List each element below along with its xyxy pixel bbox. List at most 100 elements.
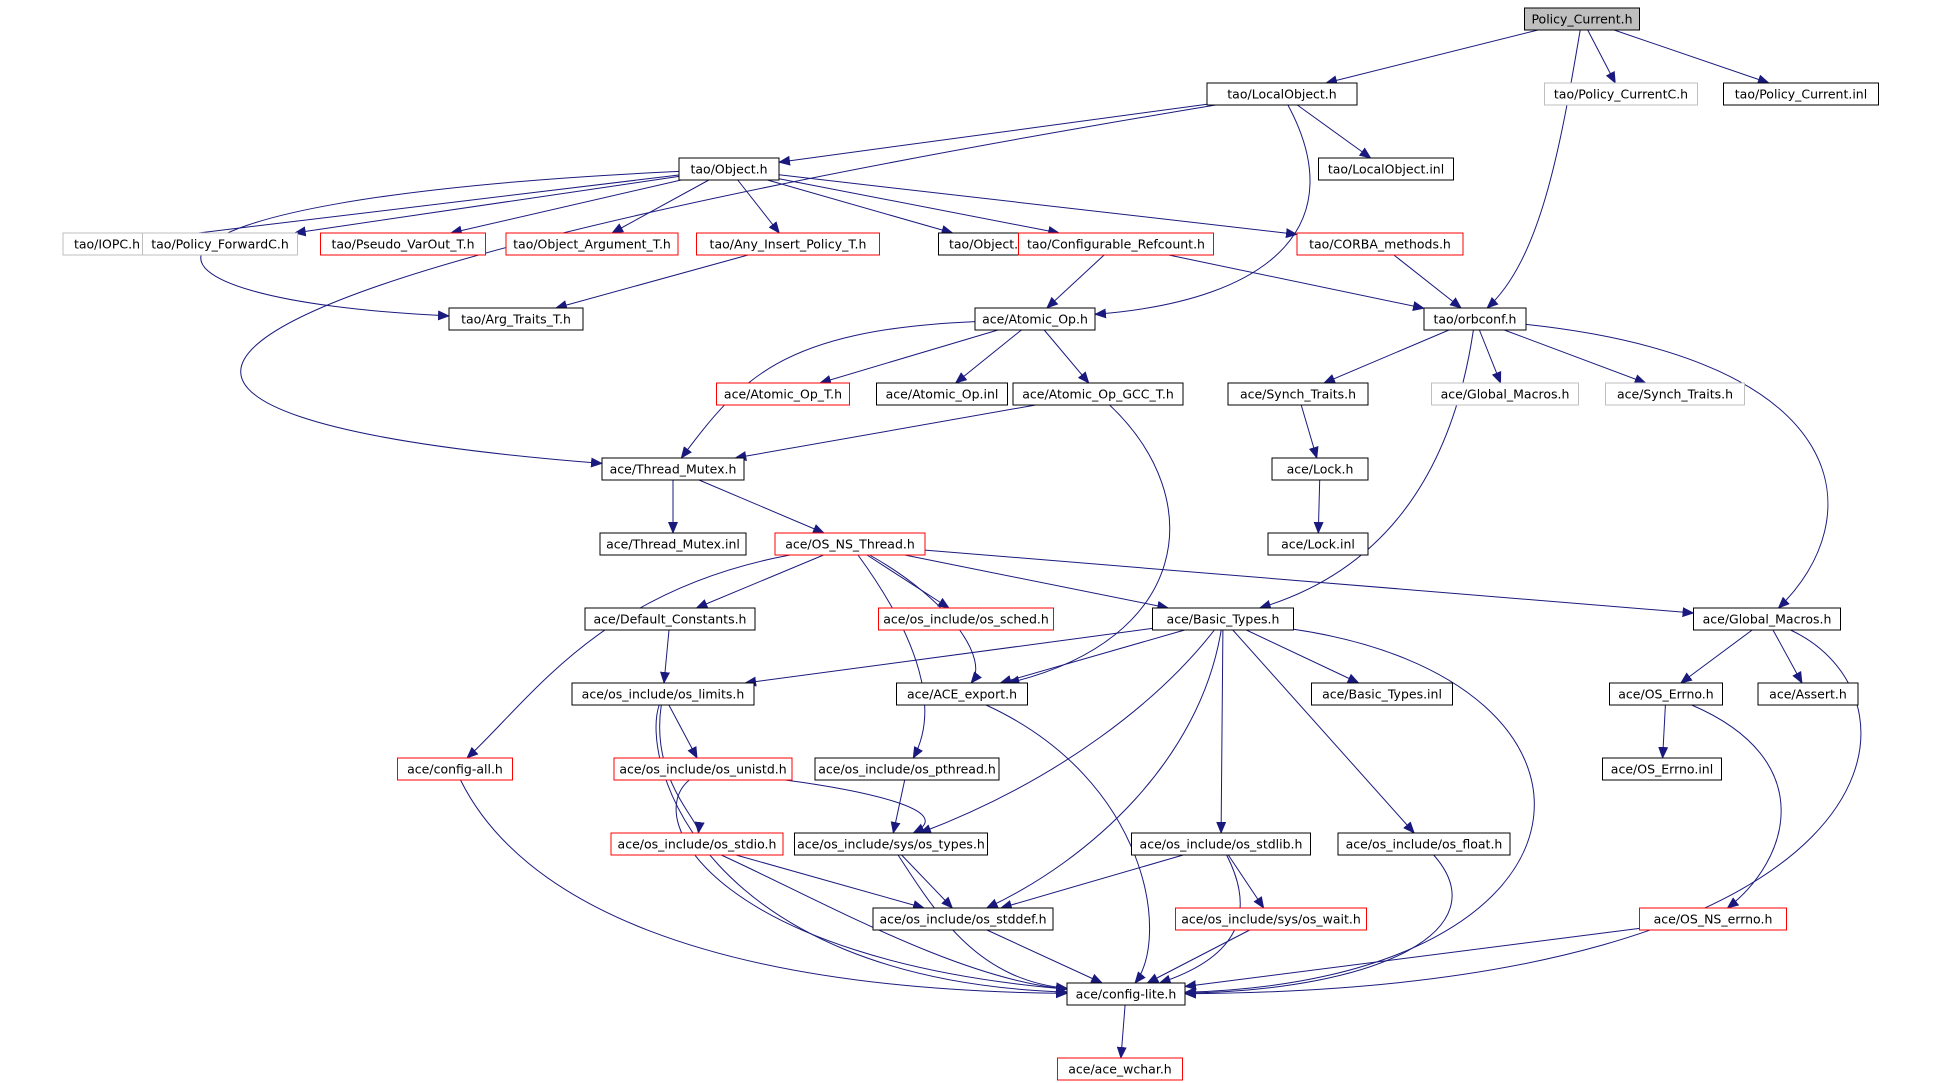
node-tao_object_h[interactable]: tao/Object.h bbox=[678, 157, 780, 181]
node-label: ace/Default_Constants.h bbox=[594, 612, 747, 627]
node-ace_os_ns_errno_h[interactable]: ace/OS_NS_errno.h bbox=[1639, 907, 1787, 931]
edge-ace_basic_types_h-to-ace_os_include_os_limits_h bbox=[744, 627, 1153, 687]
node-ace_os_include_os_unistd_h[interactable]: ace/os_include/os_unistd.h bbox=[613, 757, 793, 781]
node-tao_orbconf_h[interactable]: tao/orbconf.h bbox=[1423, 307, 1527, 331]
node-box bbox=[896, 682, 1028, 706]
node-label: ace/Global_Macros.h bbox=[1703, 612, 1832, 627]
node-ace_synch_traits_h_ext[interactable]: ace/Synch_Traits.h bbox=[1605, 382, 1745, 406]
node-ace_lock_h[interactable]: ace/Lock.h bbox=[1271, 457, 1369, 481]
node-box bbox=[1018, 232, 1214, 256]
edge-ace_config_lite_h-to-ace_ace_wchar_h bbox=[1116, 1004, 1127, 1059]
node-tao_policy_currentc_h[interactable]: tao/Policy_CurrentC.h bbox=[1544, 82, 1698, 106]
node-label: tao/Object_Argument_T.h bbox=[513, 237, 671, 252]
edge-ace_os_ns_thread_h-to-ace_default_constants_h bbox=[695, 554, 824, 609]
node-ace_atomic_op_h[interactable]: ace/Atomic_Op.h bbox=[974, 307, 1096, 331]
node-ace_os_include_os_sched_h[interactable]: ace/os_include/os_sched.h bbox=[878, 607, 1054, 631]
node-box bbox=[1271, 457, 1369, 481]
node-ace_config_lite_h[interactable]: ace/config-lite.h bbox=[1066, 982, 1186, 1006]
node-ace_global_macros_h[interactable]: ace/Global_Macros.h bbox=[1693, 607, 1841, 631]
node-label: ace/os_include/sys/os_wait.h bbox=[1181, 912, 1361, 927]
edge-tao_orbconf_h-to-ace_synch_traits_h_1 bbox=[1323, 329, 1450, 384]
node-ace_config_all_h[interactable]: ace/config-all.h bbox=[397, 757, 513, 781]
node-tao_corba_methods_h[interactable]: tao/CORBA_methods.h bbox=[1296, 232, 1464, 256]
node-box bbox=[448, 307, 584, 331]
node-ace_os_include_os_stdio_h[interactable]: ace/os_include/os_stdio.h bbox=[610, 832, 784, 856]
node-label: ace/os_include/os_limits.h bbox=[582, 687, 745, 702]
edge-tao_object_h-to-tao_object_inl bbox=[767, 179, 954, 235]
node-ace_thread_mutex_inl[interactable]: ace/Thread_Mutex.inl bbox=[599, 532, 747, 556]
edge-tao_configurable_refcount_h-to-ace_atomic_op_h bbox=[1046, 254, 1105, 309]
edge-ace_atomic_op_gcc_t_h-to-ace_thread_mutex_h bbox=[734, 404, 1036, 462]
node-ace_os_include_sys_os_types_h[interactable]: ace/os_include/sys/os_types.h bbox=[794, 832, 988, 856]
edge-tao_corba_methods_h-to-tao_orbconf_h bbox=[1393, 254, 1462, 309]
node-box bbox=[601, 457, 745, 481]
node-label: ace/Assert.h bbox=[1769, 687, 1847, 702]
node-label: tao/Object.inl bbox=[949, 237, 1033, 252]
node-tao_policy_forwardc_h[interactable]: tao/Policy_ForwardC.h bbox=[142, 232, 298, 256]
node-label: tao/Object.h bbox=[690, 162, 767, 177]
node-ace_os_include_os_stddef_h[interactable]: ace/os_include/os_stddef.h bbox=[872, 907, 1054, 931]
node-tao_policy_current_inl[interactable]: tao/Policy_Current.inl bbox=[1723, 82, 1879, 106]
node-tao_localobject_inl[interactable]: tao/LocalObject.inl bbox=[1318, 157, 1454, 181]
node-tao_any_insert_policy_t_h[interactable]: tao/Any_Insert_Policy_T.h bbox=[696, 232, 880, 256]
node-tao_arg_traits_t_h[interactable]: tao/Arg_Traits_T.h bbox=[448, 307, 584, 331]
node-ace_synch_traits_h_1[interactable]: ace/Synch_Traits.h bbox=[1227, 382, 1369, 406]
node-label: ace/Atomic_Op.inl bbox=[886, 387, 999, 402]
edge-ace_config_all_h-to-ace_config_lite_h bbox=[460, 779, 1068, 999]
node-ace_atomic_op_t_h[interactable]: ace/Atomic_Op_T.h bbox=[716, 382, 850, 406]
node-ace_os_errno_inl[interactable]: ace/OS_Errno.inl bbox=[1602, 757, 1722, 781]
node-ace_global_macros_h_ext[interactable]: ace/Global_Macros.h bbox=[1431, 382, 1579, 406]
edge-tao_object_h-to-tao_object_argument_t_h bbox=[611, 179, 710, 234]
node-label: tao/orbconf.h bbox=[1434, 312, 1517, 327]
edge-tao_object_h-to-tao_pseudo_varout_t_h bbox=[449, 179, 682, 236]
node-ace_os_include_sys_os_wait_h[interactable]: ace/os_include/sys/os_wait.h bbox=[1175, 907, 1367, 931]
edge-tao_localobject_h-to-ace_atomic_op_h bbox=[1094, 104, 1311, 319]
edge-ace_lock_h-to-ace_lock_inl bbox=[1313, 479, 1324, 534]
node-box bbox=[1267, 532, 1369, 556]
node-ace_os_include_os_float_h[interactable]: ace/os_include/os_float.h bbox=[1337, 832, 1511, 856]
node-ace_ace_export_h[interactable]: ace/ACE_export.h bbox=[896, 682, 1028, 706]
node-ace_basic_types_h[interactable]: ace/Basic_Types.h bbox=[1152, 607, 1294, 631]
edge-tao_localobject_h-to-ace_thread_mutex_h bbox=[240, 104, 1216, 468]
node-label: tao/IOPC.h bbox=[74, 237, 140, 252]
node-label: ace/config-lite.h bbox=[1076, 987, 1177, 1002]
node-ace_default_constants_h[interactable]: ace/Default_Constants.h bbox=[584, 607, 756, 631]
edge-ace_os_include_os_stddef_h-to-ace_config_lite_h bbox=[986, 929, 1104, 984]
edge-ace_os_include_os_stdio_h-to-ace_os_include_os_stddef_h bbox=[735, 854, 925, 910]
node-label: ace/os_include/os_stddef.h bbox=[879, 912, 1046, 927]
node-label: ace/ACE_export.h bbox=[907, 687, 1017, 702]
node-ace_assert_h[interactable]: ace/Assert.h bbox=[1757, 682, 1859, 706]
node-box bbox=[1757, 682, 1859, 706]
node-tao_localobject_h[interactable]: tao/LocalObject.h bbox=[1206, 82, 1358, 106]
node-ace_basic_types_inl[interactable]: ace/Basic_Types.inl bbox=[1311, 682, 1453, 706]
edge-tao_configurable_refcount_h-to-tao_orbconf_h bbox=[1168, 254, 1425, 311]
node-box bbox=[814, 757, 1000, 781]
edge-tao_localobject_h-to-tao_object_h bbox=[778, 103, 1208, 166]
node-ace_os_include_os_pthread_h[interactable]: ace/os_include/os_pthread.h bbox=[814, 757, 1000, 781]
node-ace_atomic_op_inl[interactable]: ace/Atomic_Op.inl bbox=[876, 382, 1008, 406]
node-ace_thread_mutex_h[interactable]: ace/Thread_Mutex.h bbox=[601, 457, 745, 481]
edge-ace_basic_types_h-to-ace_ace_export_h bbox=[999, 629, 1185, 685]
node-tao_configurable_refcount_h[interactable]: tao/Configurable_Refcount.h bbox=[1018, 232, 1214, 256]
node-tao_iopc_h[interactable]: tao/IOPC.h bbox=[62, 232, 152, 256]
node-ace_ace_wchar_h[interactable]: ace/ace_wchar.h bbox=[1057, 1057, 1183, 1081]
node-ace_os_ns_thread_h[interactable]: ace/OS_NS_Thread.h bbox=[774, 532, 926, 556]
edge-ace_os_include_os_unistd_h-to-ace_os_include_sys_os_types_h bbox=[785, 779, 926, 834]
node-ace_atomic_op_gcc_t_h[interactable]: ace/Atomic_Op_GCC_T.h bbox=[1012, 382, 1184, 406]
node-box bbox=[1296, 232, 1464, 256]
node-tao_object_argument_t_h[interactable]: tao/Object_Argument_T.h bbox=[505, 232, 679, 256]
edge-tao_object_h-to-tao_iopc_h bbox=[150, 174, 680, 243]
node-policy_current_h[interactable]: Policy_Current.h bbox=[1524, 7, 1640, 31]
node-label: tao/CORBA_methods.h bbox=[1309, 237, 1451, 252]
node-tao_pseudo_varout_t_h[interactable]: tao/Pseudo_VarOut_T.h bbox=[320, 232, 486, 256]
node-ace_lock_inl[interactable]: ace/Lock.inl bbox=[1267, 532, 1369, 556]
node-box bbox=[1152, 607, 1294, 631]
edge-ace_thread_mutex_h-to-ace_os_ns_thread_h bbox=[698, 479, 825, 534]
node-box bbox=[397, 757, 513, 781]
node-label: tao/LocalObject.h bbox=[1227, 87, 1336, 102]
node-ace_os_errno_h[interactable]: ace/OS_Errno.h bbox=[1609, 682, 1723, 706]
node-box bbox=[1206, 82, 1358, 106]
node-ace_os_include_os_limits_h[interactable]: ace/os_include/os_limits.h bbox=[571, 682, 755, 706]
node-label: tao/Policy_Current.inl bbox=[1735, 87, 1867, 102]
node-ace_os_include_os_stdlib_h[interactable]: ace/os_include/os_stdlib.h bbox=[1131, 832, 1311, 856]
